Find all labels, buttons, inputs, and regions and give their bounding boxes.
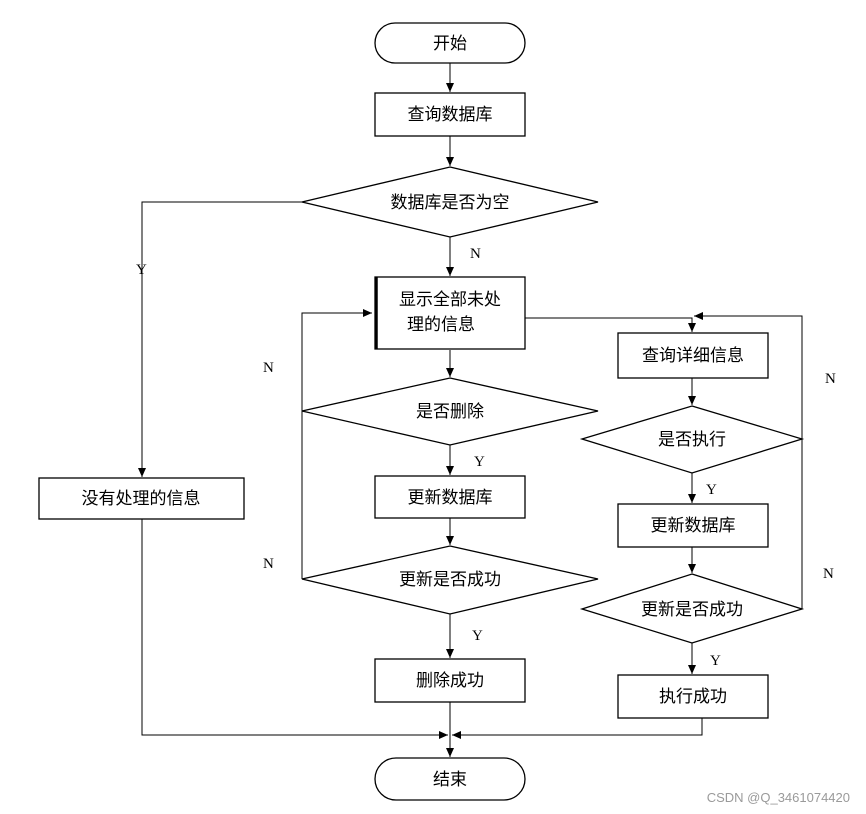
node-query-db: 查询数据库 <box>374 92 526 137</box>
node-query-db-label: 查询数据库 <box>408 105 493 125</box>
node-start: 开始 <box>374 22 526 64</box>
node-update-db-right-label: 更新数据库 <box>651 516 736 536</box>
node-show-all: 显示全部未处 理的信息 <box>374 276 526 350</box>
label-execute-yes: Y <box>706 482 717 498</box>
node-query-detail-label: 查询详细信息 <box>642 346 744 366</box>
node-update-db-left: 更新数据库 <box>374 475 526 519</box>
node-no-info-label: 没有处理的信息 <box>82 489 201 509</box>
node-no-info: 没有处理的信息 <box>38 477 245 520</box>
label-execute-no: N <box>825 371 836 387</box>
decision-update-ok-left: 更新是否成功 <box>301 545 599 615</box>
decision-execute: 是否执行 <box>579 405 805 474</box>
decision-db-empty-label: 数据库是否为空 <box>391 193 510 213</box>
edge-labels: Y N Y N Y N Y N Y N <box>136 246 836 669</box>
label-update-right-no: N <box>823 566 834 582</box>
node-update-db-left-label: 更新数据库 <box>408 488 493 508</box>
node-show-all-line1: 显示全部未处 <box>399 290 501 310</box>
node-show-all-line2: 理的信息 <box>407 315 475 335</box>
node-execute-ok-label: 执行成功 <box>659 687 727 707</box>
label-update-left-yes: Y <box>472 628 483 644</box>
label-delete-yes: Y <box>474 454 485 470</box>
label-update-right-yes: Y <box>710 653 721 669</box>
edge-noinfo-end <box>141 519 448 739</box>
decision-delete-label: 是否删除 <box>416 402 484 422</box>
node-execute-ok: 执行成功 <box>617 674 769 719</box>
node-start-label: 开始 <box>433 34 467 54</box>
node-query-detail: 查询详细信息 <box>617 332 769 379</box>
watermark: CSDN @Q_3461074420 <box>707 790 850 805</box>
label-empty-no: N <box>470 246 481 262</box>
node-delete-ok: 删除成功 <box>374 658 526 703</box>
connectors <box>138 62 803 757</box>
edge-delete-no-loop <box>301 309 372 411</box>
decision-update-ok-right-label: 更新是否成功 <box>641 600 743 620</box>
decision-update-ok-right: 更新是否成功 <box>579 573 805 644</box>
label-update-left-no: N <box>263 556 274 572</box>
label-empty-yes: Y <box>136 262 147 278</box>
edge-execute-no-loop <box>694 312 803 439</box>
node-delete-ok-label: 删除成功 <box>416 671 484 691</box>
edge-show-detail <box>525 317 696 332</box>
decision-execute-label: 是否执行 <box>658 430 726 450</box>
edge-executeok-end <box>452 718 703 739</box>
node-update-db-right: 更新数据库 <box>617 503 769 548</box>
decision-update-ok-left-label: 更新是否成功 <box>399 570 501 590</box>
decision-delete: 是否删除 <box>301 377 599 446</box>
node-end-label: 结束 <box>433 770 467 790</box>
label-delete-no: N <box>263 360 274 376</box>
edge-empty-noinfo <box>138 201 302 477</box>
node-end: 结束 <box>374 757 526 801</box>
decision-db-empty: 数据库是否为空 <box>301 166 599 238</box>
